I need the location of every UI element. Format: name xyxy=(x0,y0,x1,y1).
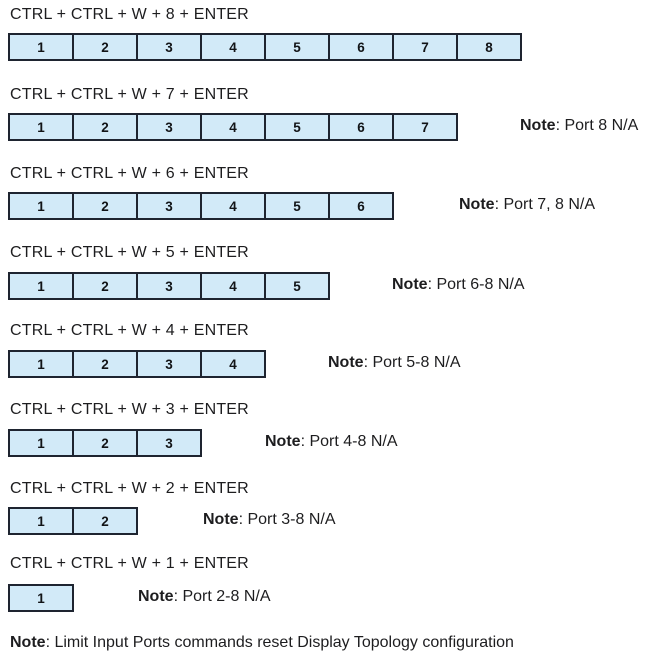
port-note-label: Note xyxy=(265,433,301,450)
port-cell: 1 xyxy=(10,274,74,298)
port-cell: 6 xyxy=(330,115,394,139)
port-cell: 4 xyxy=(202,194,266,218)
port-cell: 2 xyxy=(74,352,138,376)
port-note-text: : Port 4-8 N/A xyxy=(300,433,398,450)
port-note: Note: Port 2-8 N/A xyxy=(138,587,270,607)
port-cell: 3 xyxy=(138,431,200,455)
command-label: CTRL + CTRL + W + 4 + ENTER xyxy=(10,322,249,339)
port-note-text: : Port 2-8 N/A xyxy=(173,588,271,605)
port-cell: 1 xyxy=(10,586,72,610)
port-note-label: Note xyxy=(203,511,239,528)
command-label: CTRL + CTRL + W + 8 + ENTER xyxy=(10,6,249,23)
port-note-text: : Port 8 N/A xyxy=(555,117,639,134)
port-note-label: Note xyxy=(520,117,556,134)
port-note-label: Note xyxy=(392,276,428,293)
port-cell: 7 xyxy=(394,35,458,59)
port-bar: 1 xyxy=(8,584,74,612)
command-label: CTRL + CTRL + W + 7 + ENTER xyxy=(10,86,249,103)
port-cell: 2 xyxy=(74,35,138,59)
port-cell: 1 xyxy=(10,431,74,455)
port-cell: 2 xyxy=(74,194,138,218)
port-cell: 4 xyxy=(202,274,266,298)
port-note: Note: Port 6-8 N/A xyxy=(392,275,524,295)
port-note-text: : Port 6-8 N/A xyxy=(427,276,525,293)
port-note: Note: Port 3-8 N/A xyxy=(203,510,335,530)
port-cell: 3 xyxy=(138,35,202,59)
port-note: Note: Port 7, 8 N/A xyxy=(459,195,595,215)
port-note-label: Note xyxy=(328,354,364,371)
port-cell: 1 xyxy=(10,35,74,59)
port-cell: 4 xyxy=(202,35,266,59)
port-cell: 6 xyxy=(330,194,392,218)
port-cell: 4 xyxy=(202,352,264,376)
port-note: Note: Port 4-8 N/A xyxy=(265,432,397,452)
footer-note-text: : Limit Input Ports commands reset Displ… xyxy=(45,634,514,651)
port-cell: 8 xyxy=(458,35,520,59)
command-label: CTRL + CTRL + W + 6 + ENTER xyxy=(10,165,249,182)
port-note-label: Note xyxy=(459,196,495,213)
port-note-text: : Port 3-8 N/A xyxy=(238,511,336,528)
port-cell: 3 xyxy=(138,352,202,376)
port-cell: 1 xyxy=(10,115,74,139)
port-cell: 5 xyxy=(266,115,330,139)
port-cell: 7 xyxy=(394,115,456,139)
port-note: Note: Port 5-8 N/A xyxy=(328,353,460,373)
footer-note: Note: Limit Input Ports commands reset D… xyxy=(10,633,514,653)
port-cell: 2 xyxy=(74,509,136,533)
port-cell: 3 xyxy=(138,115,202,139)
footer-note-label: Note xyxy=(10,634,46,651)
port-cell: 2 xyxy=(74,431,138,455)
port-cell: 1 xyxy=(10,352,74,376)
port-cell: 1 xyxy=(10,509,74,533)
port-cell: 6 xyxy=(330,35,394,59)
port-cell: 3 xyxy=(138,194,202,218)
port-note-label: Note xyxy=(138,588,174,605)
port-cell: 5 xyxy=(266,194,330,218)
port-cell: 5 xyxy=(266,35,330,59)
command-label: CTRL + CTRL + W + 2 + ENTER xyxy=(10,480,249,497)
port-note-text: : Port 5-8 N/A xyxy=(363,354,461,371)
port-note: Note: Port 8 N/A xyxy=(520,116,638,136)
port-cell: 4 xyxy=(202,115,266,139)
port-note-text: : Port 7, 8 N/A xyxy=(494,196,596,213)
port-cell: 3 xyxy=(138,274,202,298)
port-cell: 2 xyxy=(74,115,138,139)
command-label: CTRL + CTRL + W + 5 + ENTER xyxy=(10,244,249,261)
port-cell: 1 xyxy=(10,194,74,218)
port-cell: 2 xyxy=(74,274,138,298)
command-label: CTRL + CTRL + W + 3 + ENTER xyxy=(10,401,249,418)
port-cell: 5 xyxy=(266,274,328,298)
command-label: CTRL + CTRL + W + 1 + ENTER xyxy=(10,555,249,572)
